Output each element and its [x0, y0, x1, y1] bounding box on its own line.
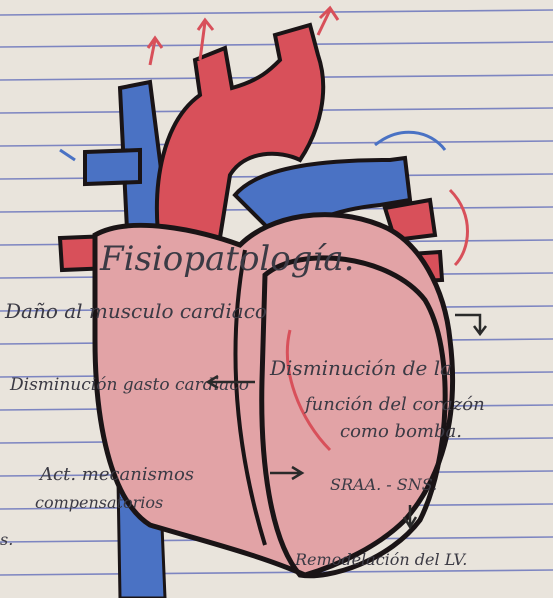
note-activation-2: compensatorios [35, 493, 163, 512]
note-activation-1: Act. mecanismos [38, 464, 194, 485]
note-damage: Daño al musculo cardiaco [4, 299, 267, 323]
note-edge-mark: s. [0, 530, 13, 549]
note-reduced-function-2: función del corazón [303, 394, 485, 415]
note-reduced-function-3: como bomba. [340, 421, 462, 442]
note-reduced-function-1: Disminución de la [269, 356, 452, 380]
left-vein [85, 150, 140, 184]
note-systems: SRAA. - SNS. [330, 475, 437, 494]
note-remodeling: Remodelación del LV. [294, 550, 467, 569]
title-text: Fisiopatología. [99, 239, 355, 279]
